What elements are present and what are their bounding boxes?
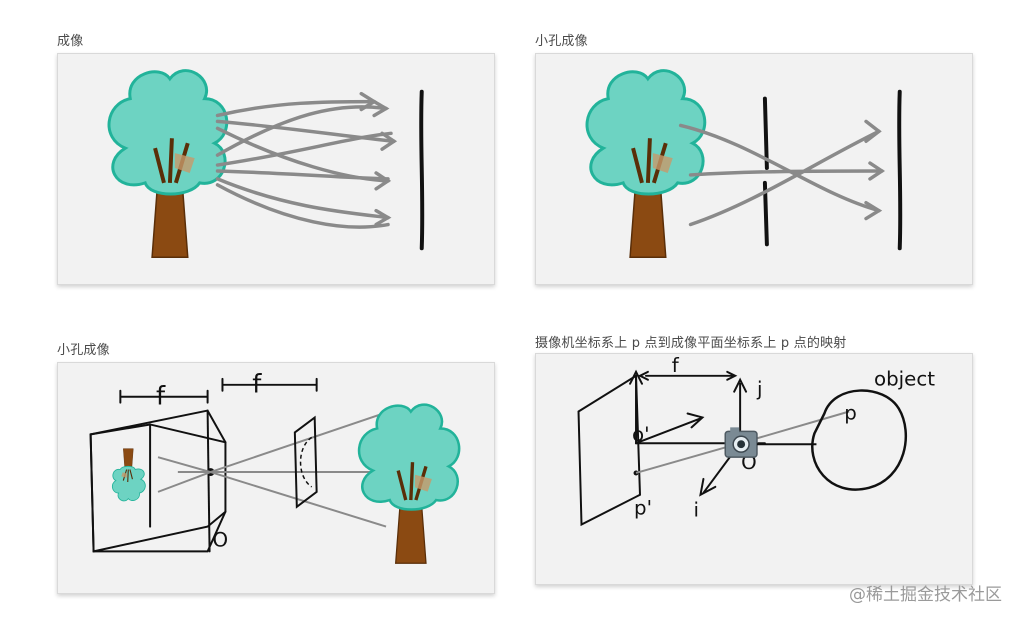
- tree-icon: [585, 68, 707, 260]
- panel-caption-pinhole-model: 小孔成像: [57, 343, 110, 358]
- image-plane: [419, 89, 425, 251]
- imaging-panel: [57, 53, 495, 285]
- light-rays: [215, 99, 396, 229]
- tree-icon: [107, 68, 229, 260]
- object-point-label: p: [844, 401, 857, 424]
- focal-length-label: f: [156, 382, 166, 412]
- mapping-diagram: f j i O o' p' p object: [577, 354, 935, 527]
- o-prime-label: o': [632, 423, 650, 446]
- panel-caption-imaging: 成像: [57, 34, 84, 49]
- panel-caption-mapping: 摄像机坐标系上 p 点到成像平面坐标系上 p 点的映射: [535, 336, 847, 351]
- i-axis-label: i: [694, 499, 700, 522]
- focal-length-markers: [119, 377, 318, 404]
- inverted-tree-icon: [111, 448, 146, 502]
- pinhole-diagram: [585, 68, 903, 260]
- light-rays: [157, 411, 387, 528]
- light-rays: [678, 119, 886, 227]
- mapping-panel: f j i O o' p' p object: [535, 353, 973, 585]
- pinhole-model-panel: f f O: [57, 362, 495, 594]
- virtual-image-outline: [299, 436, 313, 488]
- watermark: @稀土掘金技术社区: [849, 585, 1002, 605]
- camera-box: [89, 409, 227, 553]
- origin-label: O: [213, 528, 229, 551]
- camera-icon: [724, 427, 758, 458]
- j-axis-label: j: [756, 378, 763, 401]
- pinhole-panel: [535, 53, 973, 285]
- focal-length-label: f: [672, 354, 680, 377]
- image-plane: [897, 89, 903, 251]
- image-plane: [577, 374, 642, 527]
- tree-icon: [357, 402, 461, 565]
- focal-length-label-2: f: [252, 370, 262, 400]
- object-outline: [811, 389, 907, 491]
- p-prime-label: p': [634, 497, 652, 520]
- panel-caption-pinhole: 小孔成像: [535, 34, 588, 49]
- pinhole-model-diagram: f f O: [89, 370, 461, 565]
- imaging-diagram: [107, 68, 425, 260]
- object-label: object: [874, 368, 935, 391]
- arrow-heads: [359, 91, 398, 227]
- virtual-image-plane: [293, 415, 318, 509]
